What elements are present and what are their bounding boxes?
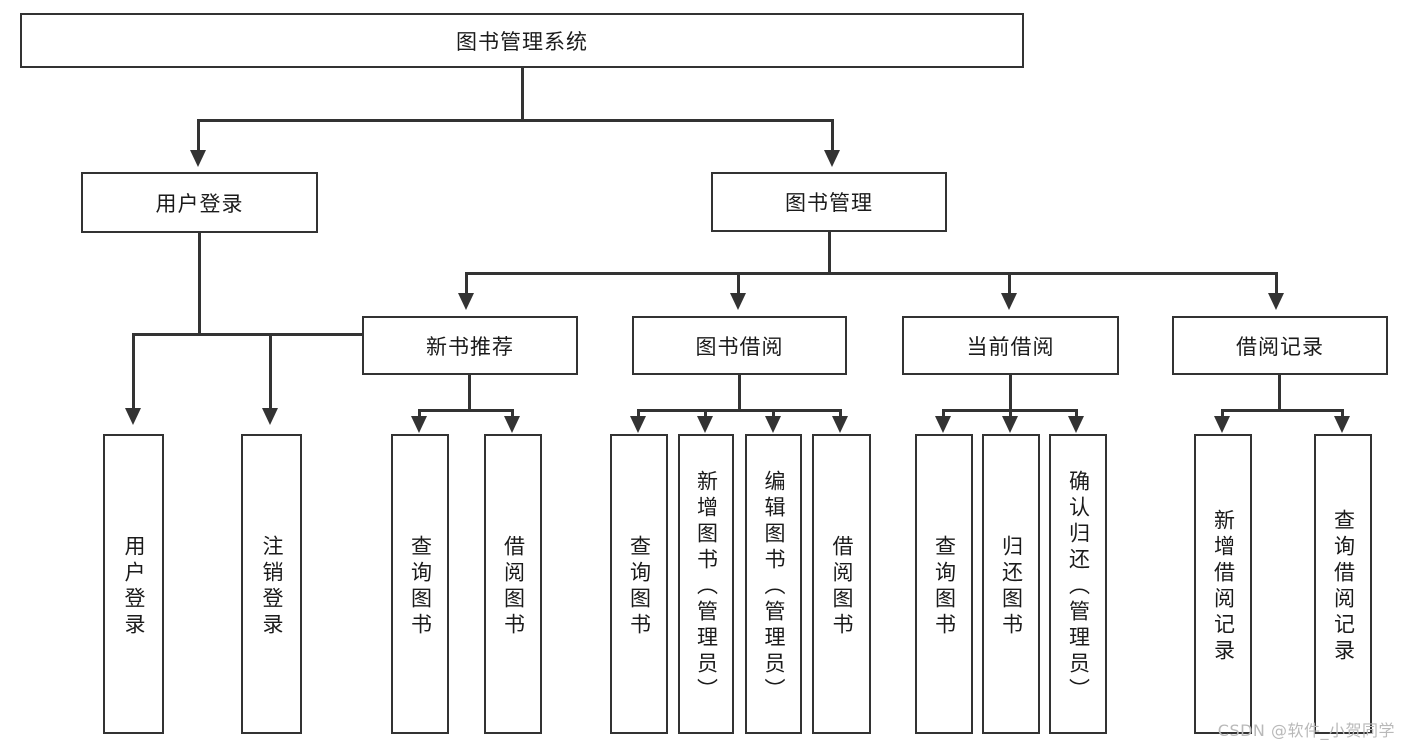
node-label: 借阅图书	[830, 535, 854, 639]
connector-drop-leaf-cb-2	[1075, 409, 1078, 421]
arrowhead-level2-0	[458, 293, 474, 310]
node-label: 新书推荐	[426, 334, 514, 359]
connector-new-book-recommend-bus	[418, 409, 513, 412]
leaf-user-login-0[interactable]: 用户登录	[103, 434, 164, 734]
arrowhead-leaf-nbr-0	[411, 416, 427, 433]
arrowhead-leaf-bb-3	[832, 416, 848, 433]
connector-drop-leaf-cb-0	[942, 409, 945, 421]
connector-user-login-stem	[198, 233, 201, 335]
node-label: 编辑图书（管理员）	[762, 470, 786, 704]
node-root-book-management-system[interactable]: 图书管理系统	[20, 13, 1024, 68]
connector-drop-leaf-user-login-1	[269, 333, 272, 410]
connector-drop-leaf-bb-2	[772, 409, 775, 421]
connector-drop-leaf-nbr-1	[511, 409, 514, 421]
connector-drop-leaf-user-login-0	[132, 333, 135, 410]
connector-drop-leaf-bb-0	[637, 409, 640, 421]
connector-drop-level2-1	[737, 272, 740, 295]
connector-user-login-bus	[132, 333, 402, 336]
leaf-current-borrow-0[interactable]: 查询图书	[915, 434, 973, 734]
arrowhead-leaf-bb-0	[630, 416, 646, 433]
connector-new-book-recommend-stem	[468, 375, 471, 411]
node-label: 用户登录	[122, 535, 146, 639]
leaf-book-borrow-1[interactable]: 新增图书（管理员）	[678, 434, 734, 734]
node-label: 当前借阅	[966, 334, 1055, 359]
connector-drop-leaf-bb-3	[839, 409, 842, 421]
leaf-new-book-recommend-1[interactable]: 借阅图书	[484, 434, 542, 734]
connector-book-borrow-stem	[738, 375, 741, 411]
node-label: 图书管理	[785, 191, 873, 215]
leaf-book-borrow-2[interactable]: 编辑图书（管理员）	[745, 434, 802, 734]
connector-drop-level2-2	[1008, 272, 1011, 295]
node-user-login[interactable]: 用户登录	[81, 172, 318, 233]
node-label: 查询图书	[408, 535, 433, 639]
node-label: 用户登录	[155, 191, 244, 216]
connector-root-stem	[521, 68, 524, 121]
arrowhead-book-management	[824, 150, 840, 167]
arrowhead-level2-2	[1001, 293, 1017, 310]
node-label: 查询借阅记录	[1331, 509, 1356, 665]
node-label: 图书管理系统	[456, 29, 588, 54]
connector-drop-leaf-nbr-0	[418, 409, 421, 421]
node-label: 新增借阅记录	[1211, 509, 1236, 665]
connector-drop-level2-3	[1275, 272, 1278, 295]
connector-drop-leaf-bb-1	[704, 409, 707, 421]
leaf-borrow-record-0[interactable]: 新增借阅记录	[1194, 434, 1252, 734]
leaf-user-login-1[interactable]: 注销登录	[241, 434, 302, 734]
arrowhead-leaf-br-0	[1214, 416, 1230, 433]
node-label: 借阅图书	[501, 535, 526, 639]
node-label: 归还图书	[999, 535, 1024, 639]
connector-drop-user-login	[197, 119, 200, 152]
leaf-borrow-record-1[interactable]: 查询借阅记录	[1314, 434, 1372, 734]
node-label: 新增图书（管理员）	[694, 470, 719, 704]
arrowhead-leaf-user-login-1	[262, 408, 278, 425]
leaf-current-borrow-1[interactable]: 归还图书	[982, 434, 1040, 734]
connector-level1-bus	[197, 119, 834, 122]
node-book-borrow[interactable]: 图书借阅	[632, 316, 847, 375]
connector-drop-leaf-br-1	[1341, 409, 1344, 421]
connector-drop-book-management	[831, 119, 834, 152]
node-label: 图书借阅	[695, 334, 784, 359]
arrowhead-leaf-bb-1	[697, 416, 713, 433]
leaf-current-borrow-2[interactable]: 确认归还（管理员）	[1049, 434, 1107, 734]
arrowhead-leaf-bb-2	[765, 416, 781, 433]
arrowhead-leaf-cb-2	[1068, 416, 1084, 433]
leaf-book-borrow-0[interactable]: 查询图书	[610, 434, 668, 734]
node-label: 确认归还（管理员）	[1066, 470, 1091, 704]
connector-current-borrow-stem	[1009, 375, 1012, 411]
node-new-book-recommend[interactable]: 新书推荐	[362, 316, 578, 375]
arrowhead-leaf-cb-1	[1002, 416, 1018, 433]
arrowhead-leaf-user-login-0	[125, 408, 141, 425]
arrowhead-user-login	[190, 150, 206, 167]
node-current-borrow[interactable]: 当前借阅	[902, 316, 1119, 375]
connector-borrow-record-bus	[1221, 409, 1344, 412]
node-label: 查询图书	[627, 535, 652, 639]
node-label: 注销登录	[260, 535, 284, 639]
leaf-new-book-recommend-0[interactable]: 查询图书	[391, 434, 449, 734]
leaf-book-borrow-3[interactable]: 借阅图书	[812, 434, 871, 734]
node-book-management[interactable]: 图书管理	[711, 172, 947, 232]
connector-book-borrow-bus	[637, 409, 841, 412]
arrowhead-leaf-nbr-1	[504, 416, 520, 433]
arrowhead-leaf-cb-0	[935, 416, 951, 433]
node-label: 借阅记录	[1236, 334, 1324, 359]
node-borrow-record[interactable]: 借阅记录	[1172, 316, 1388, 375]
watermark-text: CSDN @软件_小贺同学	[1217, 721, 1395, 740]
connector-level2-bus	[465, 272, 1278, 275]
connector-borrow-record-stem	[1278, 375, 1281, 411]
arrowhead-level2-3	[1268, 293, 1284, 310]
connector-drop-leaf-br-0	[1221, 409, 1224, 421]
arrowhead-level2-1	[730, 293, 746, 310]
node-label: 查询图书	[932, 535, 957, 639]
connector-drop-leaf-cb-1	[1009, 409, 1012, 421]
connector-drop-level2-0	[465, 272, 468, 295]
connector-book-management-stem	[828, 232, 831, 274]
arrowhead-leaf-br-1	[1334, 416, 1350, 433]
